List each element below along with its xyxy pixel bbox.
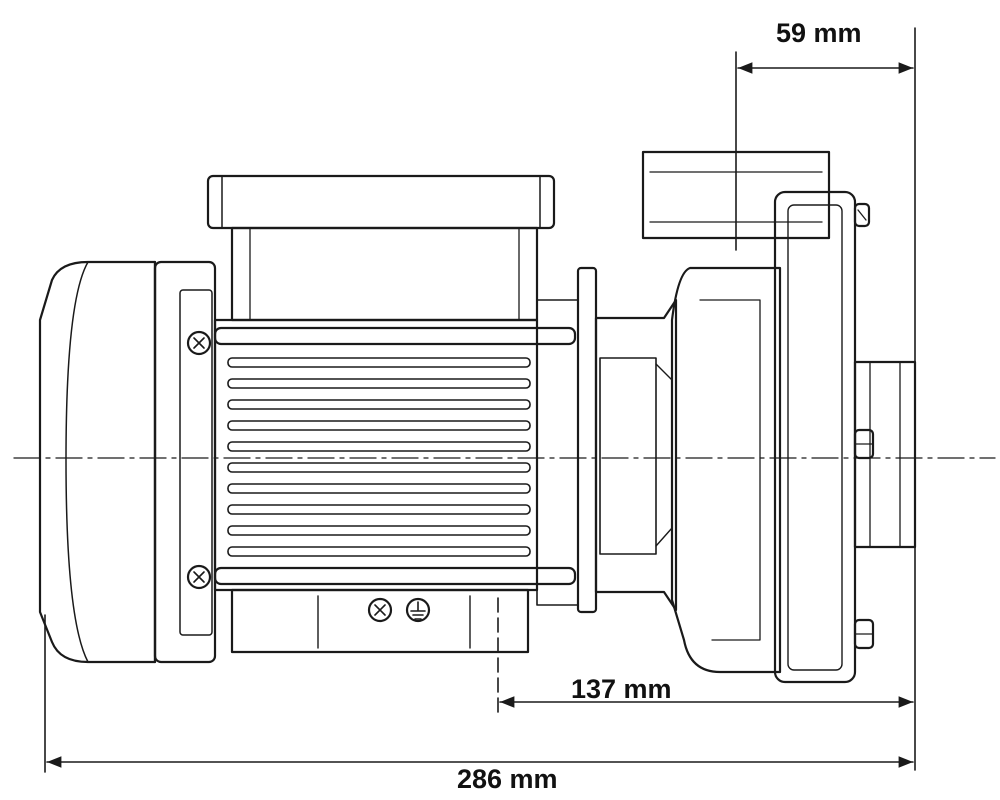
pump-cover bbox=[773, 190, 857, 684]
motor-front-flange bbox=[536, 266, 598, 614]
cooling-fin bbox=[227, 504, 531, 515]
discharge-outlet bbox=[853, 360, 917, 549]
flange-screw-top bbox=[186, 330, 212, 356]
dimension-59mm bbox=[735, 27, 916, 771]
dimension-137mm bbox=[497, 597, 914, 717]
cover-bolt-bottom bbox=[853, 618, 875, 650]
cooling-fin bbox=[227, 483, 531, 494]
dimension-286mm bbox=[44, 614, 914, 773]
cooling-fin bbox=[227, 525, 531, 536]
dimension-label-137mm: 137 mm bbox=[571, 674, 672, 704]
ground-icon bbox=[405, 597, 431, 623]
motor-base bbox=[230, 588, 530, 654]
cooling-fin bbox=[227, 399, 531, 410]
terminal-box bbox=[206, 174, 556, 322]
cooling-fin bbox=[227, 420, 531, 431]
ground-screw bbox=[367, 597, 393, 623]
cooling-fin bbox=[227, 546, 531, 557]
cooling-fin bbox=[227, 357, 531, 368]
dimension-label-286mm: 286 mm bbox=[457, 764, 558, 794]
seal-housing bbox=[594, 298, 678, 612]
cooling-fin bbox=[227, 462, 531, 473]
motor-end-flange bbox=[153, 260, 217, 664]
motor-body bbox=[213, 318, 577, 592]
pump-volute bbox=[670, 266, 782, 674]
flange-screw-bottom bbox=[186, 564, 212, 590]
cooling-fin bbox=[227, 378, 531, 389]
fan-cover bbox=[38, 260, 157, 664]
dimension-label-59mm: 59 mm bbox=[776, 18, 862, 48]
cooling-fin bbox=[227, 441, 531, 452]
cover-bolt-top bbox=[853, 202, 871, 228]
